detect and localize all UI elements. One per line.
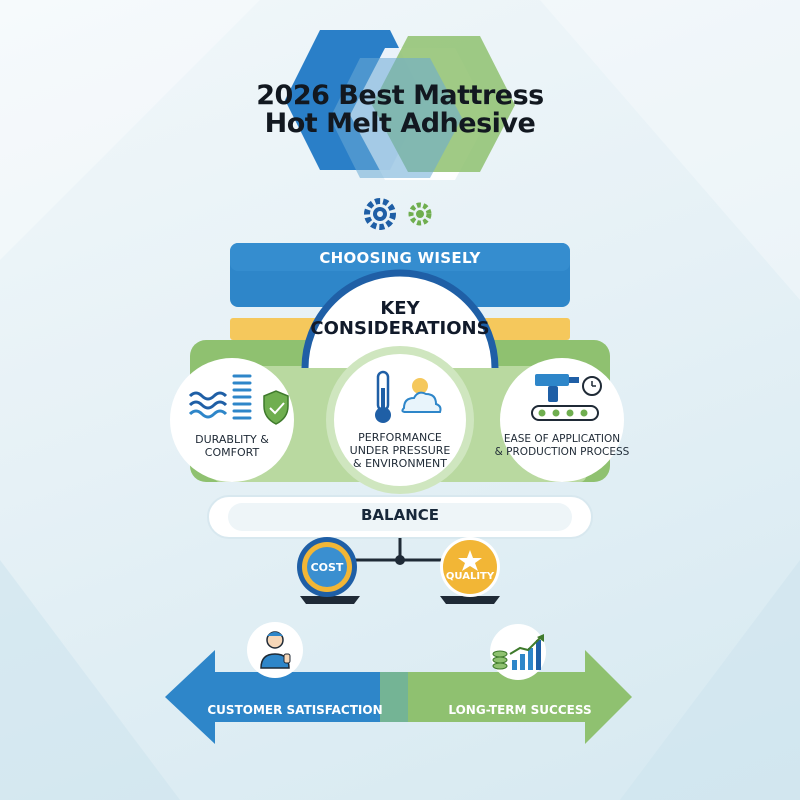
key-considerations-line-2: CONSIDERATIONS — [310, 318, 490, 339]
bg-facet — [0, 560, 180, 800]
key-considerations-line-1: KEY — [380, 298, 420, 319]
balance-scale — [300, 538, 500, 604]
long-term-success-arrow — [380, 650, 632, 744]
factor-performance-label: PERFORMANCE UNDER PRESSURE & ENVIRONMENT — [349, 431, 451, 470]
customer-satisfaction-label: CUSTOMER SATISFACTION — [207, 703, 383, 717]
hexagon-overlap — [330, 58, 462, 178]
left-circle — [170, 358, 294, 482]
satisfied-customer-icon — [247, 622, 303, 678]
title-line-1: 2026 Best Mattress — [256, 80, 544, 111]
spring-wave-shield-icon — [188, 374, 289, 425]
key-arch-outline — [301, 269, 499, 369]
gears-icon — [364, 198, 432, 230]
long-term-success-label: LONG-TERM SUCCESS — [448, 703, 592, 717]
factor-ease-label: EASE OF APPLICATION & PRODUCTION PROCESS — [494, 433, 630, 458]
cost-label: COST — [310, 561, 344, 574]
center-circle — [334, 354, 466, 486]
title-line-2: Hot Melt Adhesive — [264, 108, 536, 139]
bg-facet — [0, 0, 260, 260]
title-hexagons — [285, 30, 515, 180]
factor-durability-label: DURABLITY & COMFORT — [195, 433, 269, 459]
bg-facet — [540, 0, 800, 300]
scale-pan-right — [440, 596, 500, 604]
balance-label: BALANCE — [360, 506, 440, 524]
key-arch — [305, 273, 495, 368]
cost-coin-face — [307, 547, 347, 587]
banner-title: CHOOSING WISELY — [319, 249, 481, 267]
scale-pan-left — [300, 596, 360, 604]
thermometer-weather-icon — [375, 370, 442, 423]
quality-label: QUALITY — [445, 571, 495, 582]
customer-satisfaction-arrow — [165, 650, 408, 744]
star-icon — [458, 550, 482, 571]
glue-gun-conveyor-icon — [531, 374, 602, 421]
bg-facet — [620, 560, 800, 800]
quality-coin — [443, 540, 497, 594]
growth-chart-icon — [490, 624, 546, 680]
